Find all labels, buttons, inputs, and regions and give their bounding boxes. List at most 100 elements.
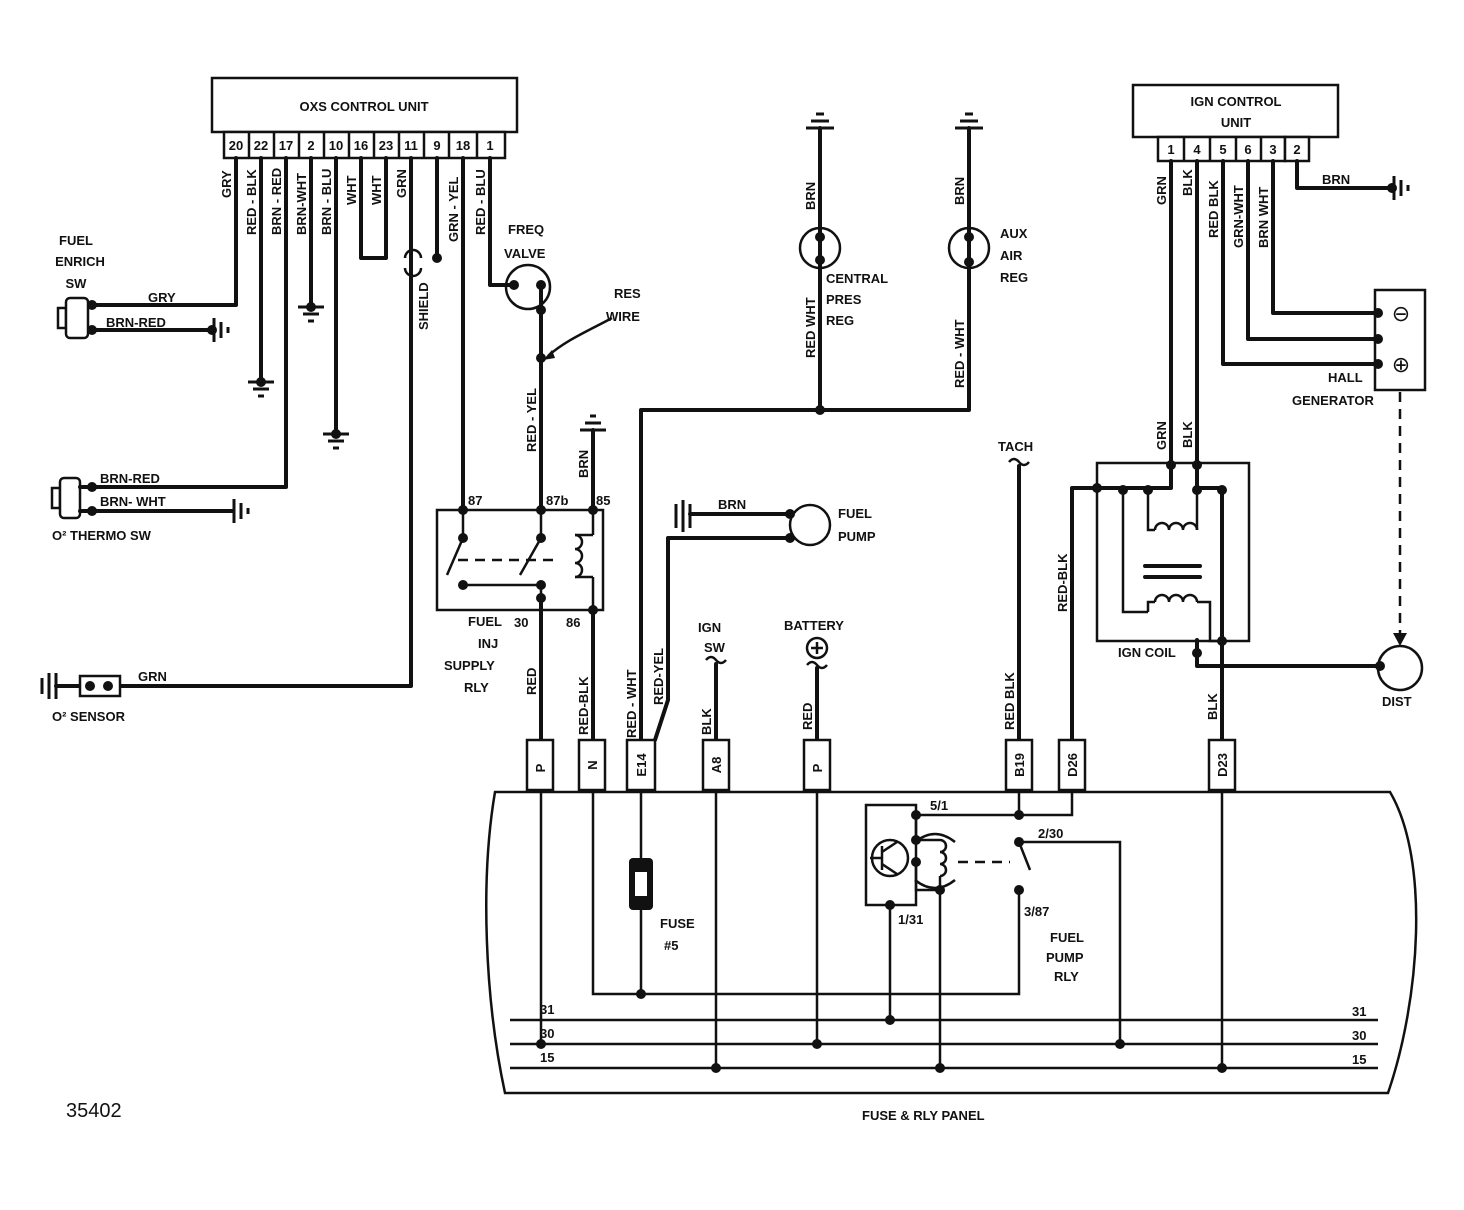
wire-label: RED-BLK	[1055, 553, 1070, 612]
oxs-pin: 1	[486, 138, 493, 153]
panel-connector-label: D23	[1215, 753, 1230, 777]
relay-terminal: 30	[514, 615, 528, 630]
wire-label: BLK	[699, 708, 714, 735]
ign-pin: 5	[1219, 142, 1226, 157]
wire-label: BLK	[1180, 169, 1195, 196]
panel-connector-label: N	[585, 760, 600, 769]
fuel-inj-relay-label: RLY	[464, 680, 489, 695]
wire-label: GRY	[148, 290, 176, 305]
hall-generator: ⊖ ⊕ HALL GENERATOR	[1292, 288, 1427, 408]
wire-label: GRN	[138, 669, 167, 684]
bus-label: 31	[540, 1002, 554, 1017]
fuel-enrich-switch: FUEL ENRICH SW GRY BRN-RED	[55, 233, 214, 340]
panel-connector-label: A8	[709, 757, 724, 774]
battery-label: BATTERY	[784, 618, 844, 633]
oxs-pin: 17	[279, 138, 293, 153]
wire-label: RED	[524, 668, 539, 695]
fuel-inj-supply-relay: 87 87b 85 30 86 FUEL INJ SUPPLY RLY	[435, 493, 610, 695]
oxs-wires	[90, 156, 516, 688]
ign-pin: 6	[1244, 142, 1251, 157]
bus-label: 30	[1352, 1028, 1366, 1043]
relay-terminal: 87	[468, 493, 482, 508]
oxs-pin: 11	[404, 138, 418, 153]
fuel-pump-label: FUEL	[838, 506, 872, 521]
oxs-pin: 9	[433, 138, 440, 153]
fuel-pump-relay-label: FUEL	[1050, 930, 1084, 945]
panel-connector-label: E14	[634, 753, 649, 777]
oxs-pin-dividers	[247, 132, 479, 158]
wire-label: RED-BLK	[576, 676, 591, 735]
battery: BATTERY RED	[784, 618, 844, 742]
pump-relay-terminal: 5/1	[930, 798, 948, 813]
minus-icon: ⊖	[1392, 301, 1410, 326]
arrow-down-icon	[1393, 633, 1407, 646]
hall-generator-label: HALL	[1328, 370, 1363, 385]
fuse-rly-panel: 31 30 15 31 30 15 FUSE & RLY PANEL FUSE …	[485, 790, 1418, 1123]
ign-sw-label: SW	[704, 640, 726, 655]
figure-number: 35402	[66, 1100, 122, 1122]
wire-label: RED BLK	[1206, 180, 1221, 238]
ign-pin: 4	[1193, 142, 1201, 157]
fuse-label: #5	[664, 938, 678, 953]
ground-icon	[323, 429, 349, 450]
aux-air-reg: BRN RED - WHT AUX AIR REG	[818, 112, 1028, 412]
fuel-pump-relay-label: PUMP	[1046, 950, 1084, 965]
wire-label: RED - WHT	[624, 669, 639, 738]
res-wire-label: WIRE	[606, 309, 640, 324]
wire-label: BRN - BLU	[319, 169, 334, 235]
hall-generator-label: GENERATOR	[1292, 393, 1374, 408]
freq-valve: FREQ VALVE	[504, 222, 552, 311]
wire-label: BLK	[1180, 421, 1195, 448]
oxs-pin: 22	[254, 138, 268, 153]
central-pres-reg-label: CENTRAL	[826, 271, 888, 286]
ground-icon	[207, 318, 230, 342]
fuel-pump: BRN FUEL PUMP RED-YEL	[651, 497, 876, 742]
wire-label: BRN WHT	[1256, 187, 1271, 248]
wire-label: BRN-RED	[100, 471, 160, 486]
oxs-control-unit: OXS CONTROL UNIT 20 22 17 2 10 16 23 11 …	[210, 76, 519, 160]
ign-sw-label: IGN	[698, 620, 721, 635]
wire-label: GRY	[219, 170, 234, 198]
fuel-enrich-sw-label: SW	[66, 276, 88, 291]
o2-thermo-sw-label: O² THERMO SW	[52, 528, 152, 543]
aux-air-reg-label: AUX	[1000, 226, 1028, 241]
wire-label: RED WHT	[803, 297, 818, 358]
wire-label: GRN	[1154, 421, 1169, 450]
bus-label: 15	[1352, 1052, 1366, 1067]
oxs-wire-labels: GRY RED - BLK BRN - RED BRN-WHT BRN - BL…	[219, 168, 488, 330]
wire-label: RED BLK	[1002, 672, 1017, 730]
ground-icon	[298, 302, 324, 323]
coil-to-dist-wire	[1195, 638, 1380, 668]
fuel-enrich-sw-label: ENRICH	[55, 254, 105, 269]
relay-terminal: 87b	[546, 493, 568, 508]
ign-control-unit-label: IGN CONTROL	[1191, 94, 1282, 109]
wire-label: BRN-WHT	[294, 173, 309, 235]
relay-terminal: 86	[566, 615, 580, 630]
res-wire-label: RES	[614, 286, 641, 301]
red-wht-feed-wire	[639, 408, 822, 742]
dist-label: DIST	[1382, 694, 1412, 709]
wire-label: GRN-WHT	[1231, 185, 1246, 248]
distributor: DIST	[1375, 644, 1424, 709]
fuel-inj-relay-label: FUEL	[468, 614, 502, 629]
ground-icon	[1387, 176, 1410, 200]
wire-label: BRN	[952, 177, 967, 205]
bus-label: 31	[1352, 1004, 1366, 1019]
fuse-label: FUSE	[660, 916, 695, 931]
tach: TACH RED BLK	[998, 439, 1033, 742]
wire-label: RED	[800, 703, 815, 730]
panel-connector-label: D26	[1065, 753, 1080, 777]
ign-coil-label: IGN COIL	[1118, 645, 1176, 660]
wire-label: BRN-RED	[106, 315, 166, 330]
ign-wires: GRN BLK RED BLK GRN-WHT BRN WHT BRN	[1154, 159, 1394, 467]
fuel-pump-label: PUMP	[838, 529, 876, 544]
fuel-pump-relay: 5/1 2/30 1/31 3/87 FUEL PUMP RLY	[864, 798, 1125, 1073]
wire-label: RED-YEL	[651, 648, 666, 705]
fuel-inj-relay-label: INJ	[478, 636, 498, 651]
panel-connector-label: P	[533, 763, 548, 772]
wire-label: BRN	[718, 497, 746, 512]
res-wire: RES WIRE	[543, 286, 641, 360]
central-pres-reg: BRN RED WHT CENTRAL PRES REG	[798, 112, 888, 412]
tach-label: TACH	[998, 439, 1033, 454]
